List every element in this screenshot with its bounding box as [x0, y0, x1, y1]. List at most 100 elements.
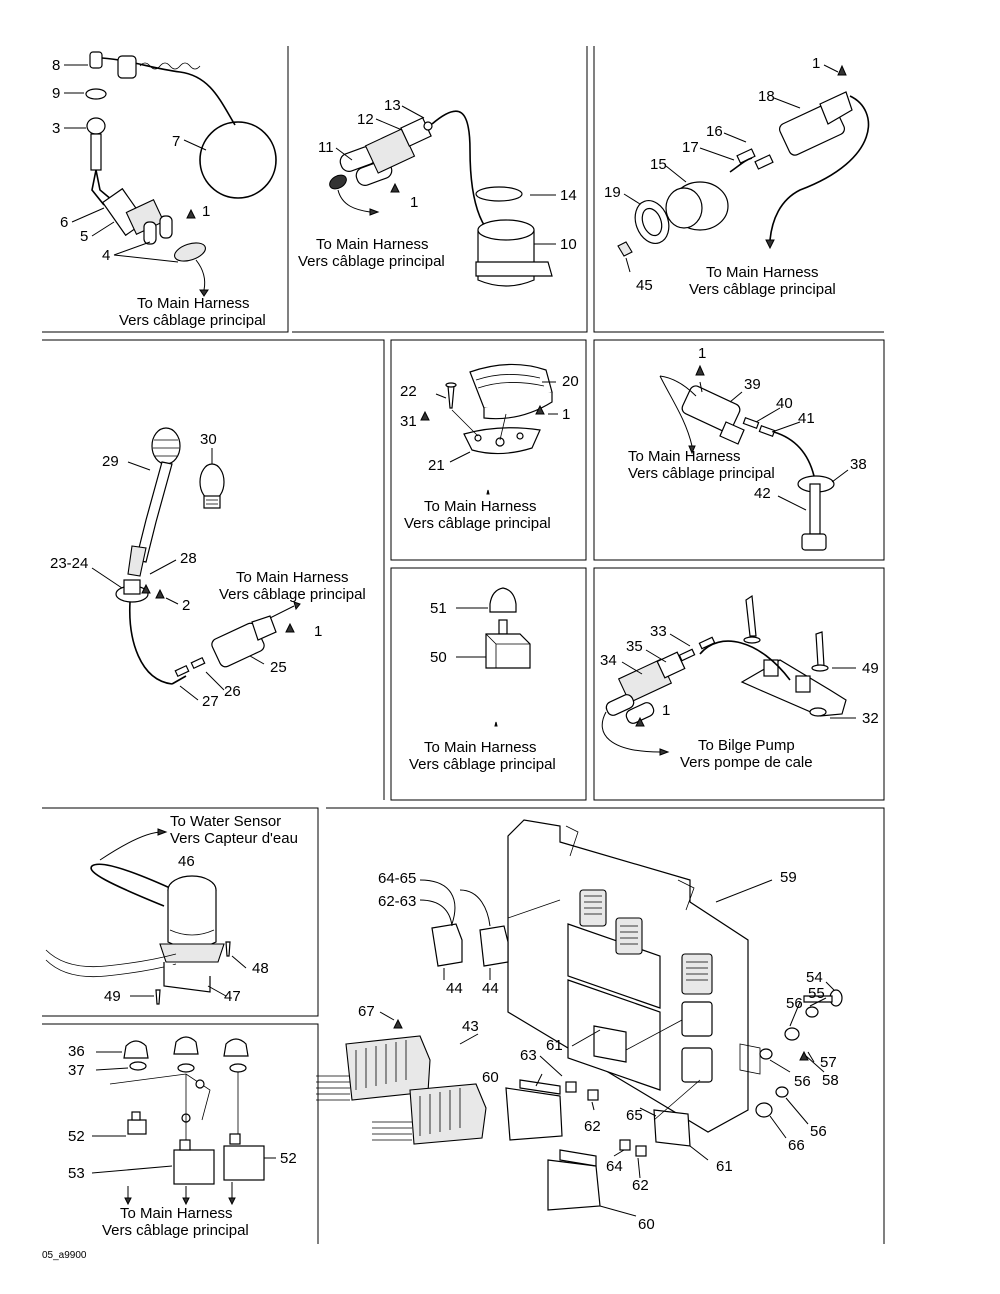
caption-p3-en: To Main Harness	[706, 264, 819, 281]
label-p8-35: 35	[626, 638, 643, 655]
label-p10-36: 36	[68, 1043, 85, 1060]
label-p11-56a: 56	[786, 995, 803, 1012]
label-p9-46: 46	[178, 853, 195, 870]
label-p2-14: 14	[560, 187, 577, 204]
caption-p2-fr: Vers câblage principal	[298, 253, 445, 270]
relays-illustration	[109, 1036, 265, 1206]
label-p11-66: 66	[788, 1137, 805, 1154]
label-p5-22: 22	[400, 383, 417, 400]
label-p5-31: 31	[400, 413, 417, 430]
caption-p8-fr: Vers pompe de cale	[680, 754, 813, 771]
label-p1-1: 1	[202, 203, 210, 220]
nav-light-illustration	[115, 427, 301, 685]
label-p6-1: 1	[698, 345, 706, 362]
caption-p6-en: To Main Harness	[628, 448, 741, 465]
water-sensor-illustration	[45, 828, 231, 1005]
label-p3-1: 1	[812, 55, 820, 72]
label-p3-17: 17	[682, 139, 699, 156]
caption-p7-fr: Vers câblage principal	[409, 756, 556, 773]
panel-bilge: 33 35 34 49 1 32 To Bilge Pump Vers pomp…	[600, 594, 879, 771]
label-p9-49: 49	[104, 988, 121, 1005]
label-p9-47: 47	[224, 988, 241, 1005]
label-p2-11: 11	[318, 139, 334, 156]
label-p4-1: 1	[314, 623, 322, 640]
caption-p6-fr: Vers câblage principal	[628, 465, 775, 482]
label-p11-58: 58	[822, 1072, 839, 1089]
footer-code: 05_a9900	[42, 1250, 87, 1261]
label-p11-62a: 62	[584, 1118, 601, 1135]
caption-p10-en: To Main Harness	[120, 1205, 233, 1222]
label-p6-41: 41	[798, 410, 815, 427]
label-p4-27: 27	[202, 693, 219, 710]
label-p2-1: 1	[410, 194, 418, 211]
label-p6-40: 40	[776, 395, 793, 412]
label-p10-52a: 52	[68, 1128, 85, 1145]
label-p9-48: 48	[252, 960, 269, 977]
label-p5-1: 1	[562, 406, 570, 423]
label-p7-51: 51	[430, 600, 447, 617]
cover-illustration	[420, 363, 553, 495]
label-p4-26: 26	[224, 683, 241, 700]
label-p1-7: 7	[172, 133, 180, 150]
bilge-illustration	[601, 594, 847, 756]
caption-p5-en: To Main Harness	[424, 498, 537, 515]
temp-sensor-illustration	[329, 110, 553, 287]
label-p2-10: 10	[560, 236, 577, 253]
label-p4-30: 30	[200, 431, 217, 448]
panel-cover: 22 20 31 1 21 To Main Harness Vers câbla…	[400, 363, 579, 532]
label-p11-67: 67	[358, 1003, 375, 1020]
label-p11-44b: 44	[482, 980, 499, 997]
caption-p7-en: To Main Harness	[424, 739, 537, 756]
label-p8-34: 34	[600, 652, 617, 669]
lanyard-part-illustration	[85, 51, 277, 297]
caption-p2-en: To Main Harness	[316, 236, 429, 253]
label-p11-61b: 61	[716, 1158, 733, 1175]
caption-p4-fr: Vers câblage principal	[219, 586, 366, 603]
label-p11-62b: 62	[632, 1177, 649, 1194]
caption-p4-en: To Main Harness	[236, 569, 349, 586]
label-p8-1: 1	[662, 702, 670, 719]
label-p8-49: 49	[862, 660, 879, 677]
caption-p5-fr: Vers câblage principal	[404, 515, 551, 532]
label-p1-9: 9	[52, 85, 60, 102]
caption-p1-fr: Vers câblage principal	[119, 312, 266, 329]
label-p6-38: 38	[850, 456, 867, 473]
label-p11-60a: 60	[482, 1069, 499, 1086]
label-p1-4: 4	[102, 247, 110, 264]
caption-p8-en: To Bilge Pump	[698, 737, 795, 754]
label-p2-13: 13	[384, 97, 401, 114]
label-p4-29: 29	[102, 453, 119, 470]
label-p11-64-65: 64-65	[378, 870, 416, 887]
label-p10-53: 53	[68, 1165, 85, 1182]
label-p11-57: 57	[820, 1054, 837, 1071]
label-p1-3: 3	[52, 120, 60, 137]
panel-water-sensor: 46 48 49 47 To Water Sensor Vers Capteur…	[45, 813, 298, 1005]
label-p11-44a: 44	[446, 980, 463, 997]
panel-buzzer: 51 50 To Main Harness Vers câblage princ…	[409, 587, 556, 773]
fuse-box-illustration	[316, 819, 843, 1211]
label-p6-39: 39	[744, 376, 761, 393]
panel-fuse-box: 64-65 62-63 59 44 44 67 43 54 55 56 63 6…	[316, 819, 843, 1233]
label-p10-52b: 52	[280, 1150, 297, 1167]
label-p3-45: 45	[636, 277, 653, 294]
panel-fuel-sensor: 1 39 40 41 38 42 To Main Harness Vers câ…	[628, 345, 867, 551]
label-p10-37: 37	[68, 1062, 85, 1079]
label-p11-60b: 60	[638, 1216, 655, 1233]
fuel-sensor-illustration	[659, 364, 835, 551]
label-p3-15: 15	[650, 156, 667, 173]
caption-p10-fr: Vers câblage principal	[102, 1222, 249, 1239]
label-p11-43: 43	[462, 1018, 479, 1035]
panel-relays: 36 37 52 52 53 To Main Harness Vers câbl…	[68, 1036, 297, 1239]
panel-speed-sensor: 1 18 16 17 15 19 45 To Main Harness Vers…	[604, 55, 870, 298]
label-p11-56b: 56	[794, 1073, 811, 1090]
label-p4-25: 25	[270, 659, 287, 676]
label-p4-2: 2	[182, 597, 190, 614]
label-p1-6: 6	[60, 214, 68, 231]
label-p11-65: 65	[626, 1107, 643, 1124]
label-p8-33: 33	[650, 623, 667, 640]
caption-p1-en: To Main Harness	[137, 295, 250, 312]
label-p5-20: 20	[562, 373, 579, 390]
caption-p3-fr: Vers câblage principal	[689, 281, 836, 298]
label-p11-61a: 61	[546, 1037, 563, 1054]
